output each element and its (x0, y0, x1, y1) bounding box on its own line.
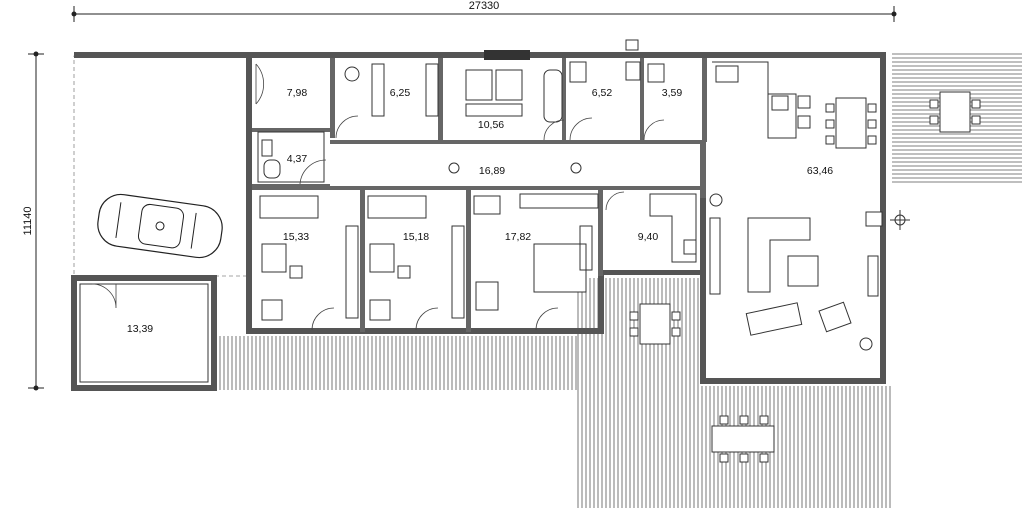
vent-icon (625, 39, 639, 51)
dresser-icon (475, 281, 499, 311)
outdoor-table-icon (939, 91, 971, 133)
coffee-table-icon (787, 255, 819, 287)
bed-icon (259, 195, 319, 219)
overall-depth-label: 11140 (22, 207, 34, 236)
dryer-icon (625, 61, 641, 81)
area-labels: 13,39 7,98 4,37 6,25 10,56 6,52 3,59 16,… (127, 87, 833, 335)
area-label-bedroom-1: 15,33 (283, 231, 309, 243)
hallway-furniture (448, 162, 582, 174)
plant-icon (344, 66, 360, 82)
plant-icon (709, 193, 723, 207)
interior-walls (252, 58, 707, 332)
bed-icon (367, 195, 427, 219)
wc-furniture (257, 131, 327, 185)
outdoor-table-icon (711, 425, 775, 453)
bathtub-icon (543, 69, 563, 123)
dining-table-icon (835, 97, 867, 149)
stove-icon (715, 65, 739, 83)
area-label-garage: 13,39 (127, 323, 153, 335)
lounge-chair-icon (745, 302, 803, 336)
area-label-wc: 4,37 (287, 153, 308, 165)
double-bed-icon (533, 243, 587, 293)
sink-icon (465, 103, 523, 117)
desk-icon (369, 243, 395, 273)
ceiling-light-icon (570, 162, 582, 174)
outdoor-table-icon (639, 303, 671, 345)
chair-icon (289, 265, 303, 279)
bathroom-furniture (465, 50, 565, 141)
area-label-bathroom: 10,56 (478, 119, 504, 131)
sofa-icon (747, 217, 811, 293)
area-label-bedroom-2: 15,18 (403, 231, 429, 243)
desk-icon (261, 243, 287, 273)
area-label-storage: 3,59 (662, 87, 683, 99)
terrace-furniture (629, 91, 981, 463)
entry-furniture (255, 63, 360, 105)
chair-icon (397, 265, 411, 279)
dimension-left: 11140 (22, 51, 44, 391)
area-label-wardrobe: 6,25 (390, 87, 411, 99)
exterior-walls (74, 52, 886, 384)
armchair-icon (818, 301, 852, 333)
car-icon (97, 193, 223, 259)
stool-icon (797, 95, 811, 109)
study-furniture (605, 191, 697, 263)
area-label-entry: 7,98 (287, 87, 308, 99)
shower-icon (465, 69, 493, 101)
stool-icon (797, 115, 811, 129)
storage-furniture (625, 39, 665, 141)
chair-icon (683, 239, 697, 255)
chair-icon (261, 299, 283, 321)
overall-width-label: 27330 (469, 0, 500, 12)
chair-icon (369, 299, 391, 321)
dimension-top: 27330 (71, 0, 897, 22)
tv-unit-icon (709, 217, 721, 295)
sink-icon (771, 95, 789, 111)
bedroom-1-furniture (259, 195, 359, 331)
master-bedroom-furniture (473, 193, 599, 331)
area-label-utility: 6,52 (592, 87, 613, 99)
garage (71, 275, 217, 391)
fireplace-icon (865, 211, 883, 227)
ceiling-light-icon (448, 162, 460, 174)
wardrobe-furniture (335, 63, 439, 139)
bedroom-2-furniture (367, 195, 465, 331)
toilet-icon (263, 159, 281, 179)
area-label-living-kitchen: 63,46 (807, 165, 833, 177)
utility-furniture (569, 61, 641, 141)
plant-icon (859, 337, 873, 351)
sink-icon (261, 139, 273, 157)
area-label-master-bedroom: 17,82 (505, 231, 531, 243)
area-label-hallway: 16,89 (479, 165, 505, 177)
living-kitchen-furniture (709, 61, 910, 351)
closet-icon (519, 193, 599, 209)
washer-icon (569, 61, 587, 83)
area-label-study: 9,40 (638, 231, 659, 243)
